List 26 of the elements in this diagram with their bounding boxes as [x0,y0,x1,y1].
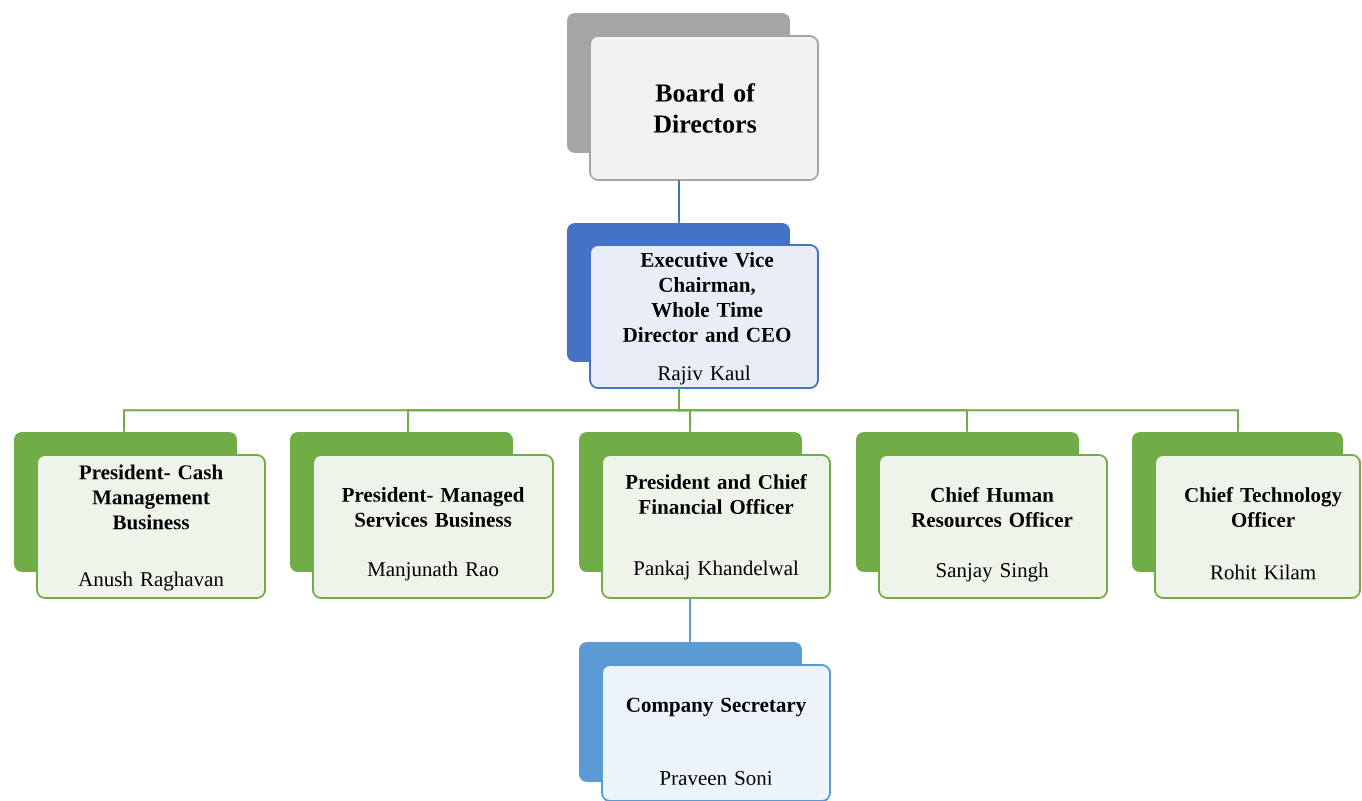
person-name: Praveen Soni [660,770,773,786]
person-name: Rajiv Kaul [657,365,751,385]
org-box [290,432,554,599]
box-title: President- Managed Services Business [342,487,525,527]
box-title: Chief Technology Officer [1185,487,1342,527]
box-title: President- Cash Management Business [79,464,223,530]
connector-line [678,387,1239,433]
org-box [14,432,266,599]
box-title: Chief Human Resources Officer [911,487,1073,527]
org-box [567,13,819,181]
org-box [567,223,819,389]
connector-line [678,179,680,224]
person-name: Rohit Kilam [1210,564,1316,580]
person-name: Sanjay Singh [936,562,1049,582]
org-box [579,642,831,801]
box-title: President and Chief Financial Officer [625,474,807,514]
connector-line [689,597,691,643]
person-name: Pankaj Khandelwal [633,560,799,580]
box-title: Board of Directors [653,83,757,133]
org-box [856,432,1108,599]
org-box [579,432,831,599]
person-name: Manjunath Rao [367,561,499,581]
org-box [1132,432,1361,599]
person-name: Anush Raghavan [78,571,224,591]
box-title: Executive Vice Chairman, Whole Time Director and CEO [623,252,791,342]
box-title: Company Secretary [626,697,806,717]
